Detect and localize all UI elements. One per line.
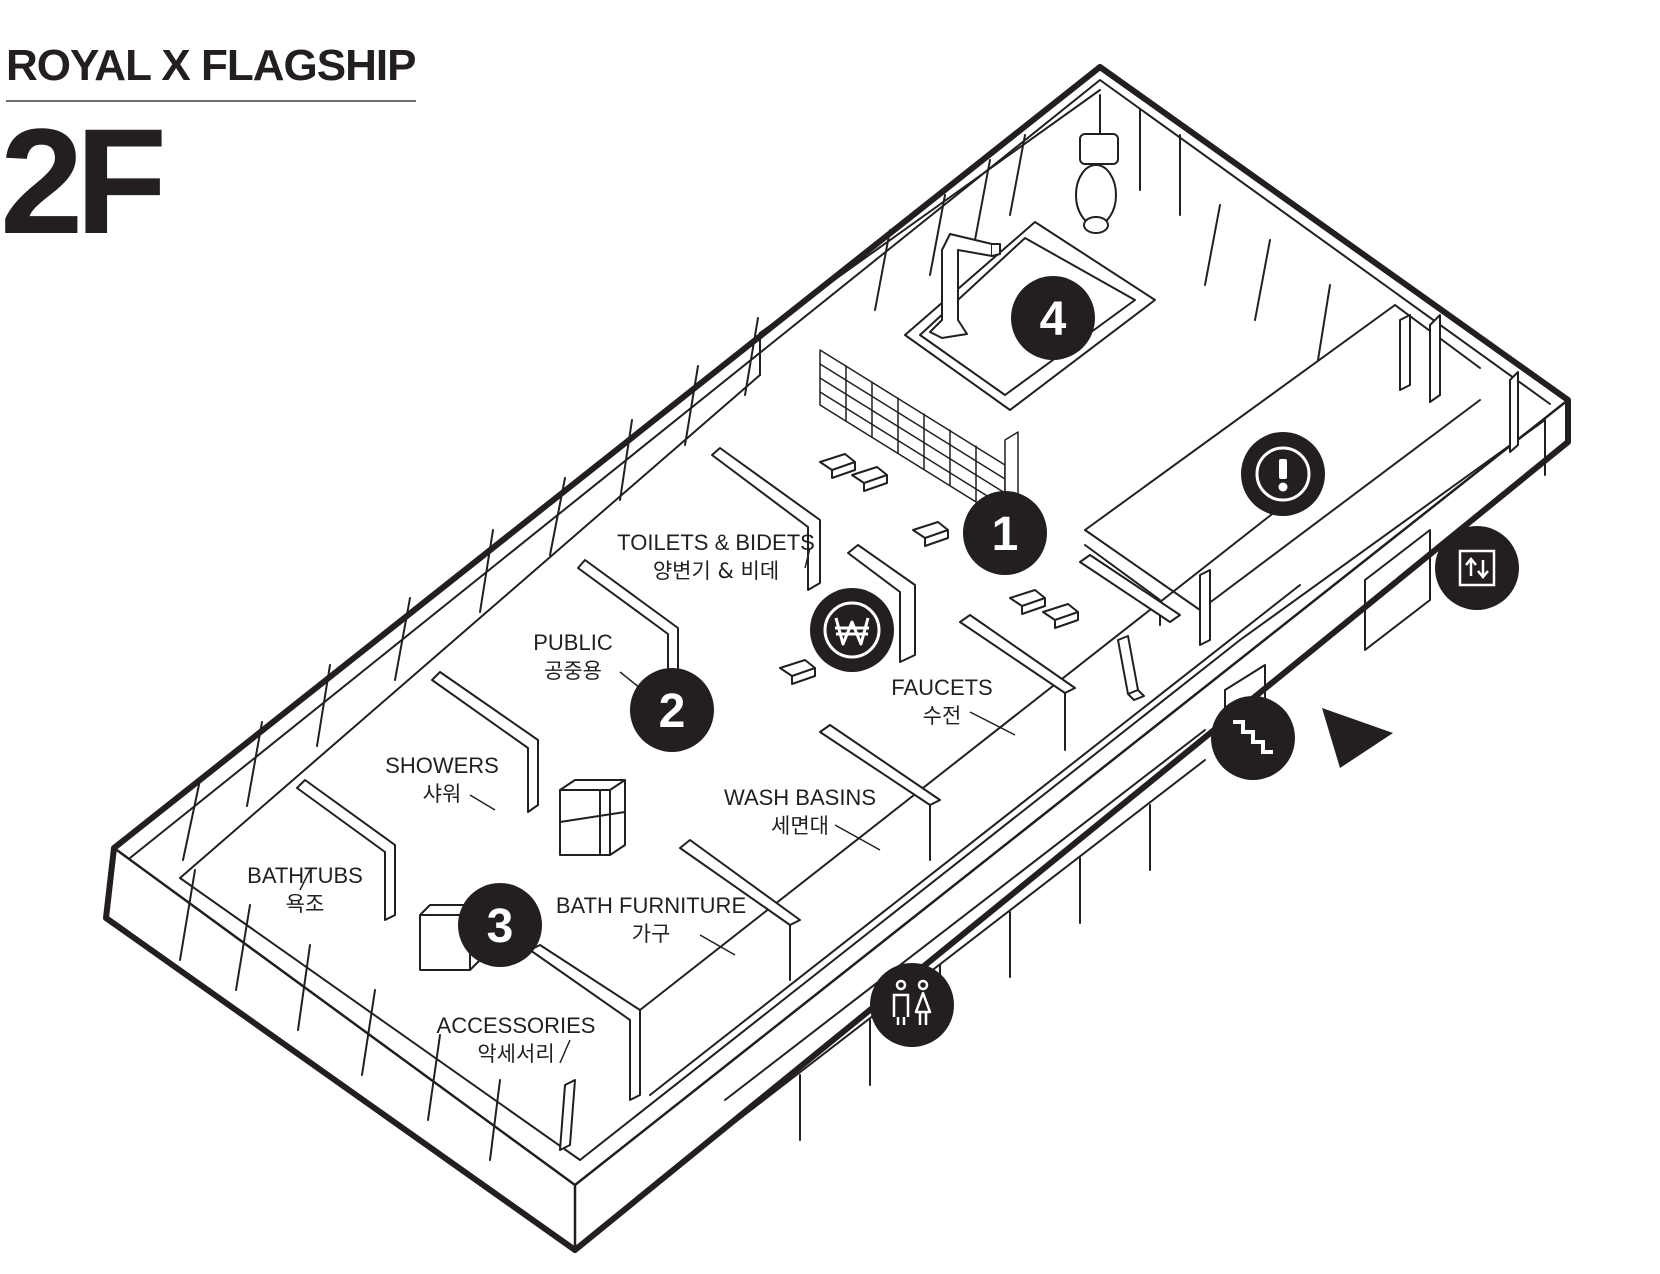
svg-text:3: 3 bbox=[487, 900, 514, 953]
stairs-icon[interactable] bbox=[1211, 696, 1295, 780]
display-partitions bbox=[296, 447, 1301, 1101]
svg-text:가구: 가구 bbox=[632, 922, 671, 946]
label-wash-basins[interactable]: WASH BASINS 세면대 bbox=[724, 785, 881, 851]
svg-text:세면대: 세면대 bbox=[771, 814, 829, 838]
svg-text:수전: 수전 bbox=[923, 704, 962, 728]
svg-text:SHOWERS: SHOWERS bbox=[385, 753, 499, 778]
label-toilets-bidets[interactable]: TOILETS & BIDETS 양변기 & 비데 bbox=[617, 530, 815, 583]
category-labels: TOILETS & BIDETS 양변기 & 비데 PUBLIC 공중용 SHO… bbox=[247, 530, 1016, 1066]
toilet-fixture bbox=[1075, 133, 1119, 234]
svg-text:샤워: 샤워 bbox=[423, 782, 462, 806]
svg-text:FAUCETS: FAUCETS bbox=[891, 675, 992, 700]
storage-room bbox=[874, 94, 1519, 453]
restroom-icon[interactable] bbox=[870, 963, 954, 1047]
wall-posts-left bbox=[179, 317, 759, 1161]
glass-grid-partition bbox=[819, 349, 1019, 521]
label-bath-furniture[interactable]: BATH FURNITURE 가구 bbox=[556, 893, 746, 956]
svg-text:악세서리: 악세서리 bbox=[477, 1042, 554, 1066]
exclamation-icon[interactable] bbox=[1241, 432, 1325, 516]
right-counter bbox=[1079, 314, 1411, 646]
label-bathtubs[interactable]: BATHTUBS 욕조 bbox=[247, 863, 363, 916]
svg-text:WASH BASINS: WASH BASINS bbox=[724, 785, 876, 810]
map-header: ROYAL X FLAGSHIP 2F bbox=[0, 38, 416, 256]
zone-markers: 1 2 3 4 bbox=[458, 276, 1095, 967]
svg-text:BATH FURNITURE: BATH FURNITURE bbox=[556, 893, 746, 918]
display-blocks bbox=[559, 453, 1145, 1151]
label-accessories[interactable]: ACCESSORIES 악세서리 bbox=[437, 1013, 596, 1066]
svg-text:욕조: 욕조 bbox=[286, 892, 325, 916]
zone-marker-1[interactable]: 1 bbox=[963, 491, 1047, 575]
svg-text:1: 1 bbox=[992, 508, 1019, 561]
elevator-icon[interactable] bbox=[1435, 526, 1519, 610]
title-divider bbox=[6, 100, 416, 102]
svg-text:4: 4 bbox=[1040, 293, 1067, 346]
svg-text:TOILETS & BIDETS: TOILETS & BIDETS bbox=[617, 530, 815, 555]
svg-text:BATHTUBS: BATHTUBS bbox=[247, 863, 363, 888]
zone-marker-4[interactable]: 4 bbox=[1011, 276, 1095, 360]
entrance-arrow-icon bbox=[1322, 708, 1393, 768]
zone-marker-2[interactable]: 2 bbox=[630, 668, 714, 752]
floor-number: 2F bbox=[0, 97, 167, 265]
zone-marker-3[interactable]: 3 bbox=[458, 883, 542, 967]
label-public[interactable]: PUBLIC 공중용 bbox=[533, 630, 641, 689]
svg-text:PUBLIC: PUBLIC bbox=[533, 630, 613, 655]
svg-text:양변기 & 비데: 양변기 & 비데 bbox=[653, 559, 779, 583]
label-faucets[interactable]: FAUCETS 수전 bbox=[891, 675, 1016, 736]
front-facade bbox=[724, 419, 1546, 1141]
svg-text:2: 2 bbox=[659, 685, 686, 738]
won-icon[interactable] bbox=[810, 588, 894, 672]
service-icons bbox=[810, 432, 1519, 1047]
svg-text:공중용: 공중용 bbox=[544, 659, 602, 683]
label-showers[interactable]: SHOWERS 샤워 bbox=[385, 753, 499, 811]
brand-title: ROYAL X FLAGSHIP bbox=[6, 41, 416, 90]
svg-text:ACCESSORIES: ACCESSORIES bbox=[437, 1013, 596, 1038]
